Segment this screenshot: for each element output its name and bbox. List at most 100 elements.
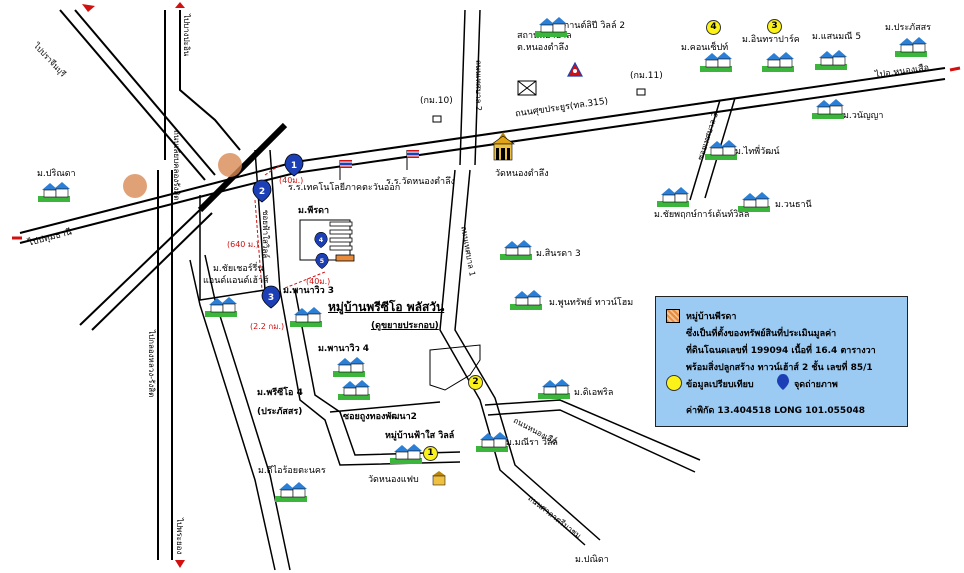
hospital-icon: [517, 80, 537, 96]
label-soithong: ซอยถูงทองพัฒนา2: [343, 412, 417, 422]
label-condo: ม.คอนเซ็ปท์: [681, 43, 729, 53]
legend-line-1: ซึ่งเป็นที่ตั้งของทรัพย์สินที่ประเมินมูล…: [686, 329, 837, 339]
label-phrayo: ไปพระยอง: [175, 518, 184, 555]
photo-marker-4-label: 4: [319, 237, 324, 244]
label-phoonsap: ม.พูนทรัพย์ ทาวน์โฮม: [549, 298, 634, 308]
house-icon: [815, 48, 847, 70]
label-fasai: หมู่บ้านฟ้าใส วิลล์: [385, 431, 455, 441]
compare-marker-3[interactable]: 3: [767, 19, 782, 34]
legend-subject-label: หมู่บ้านพีรดา: [686, 312, 737, 322]
house-icon: [290, 305, 322, 327]
label-dsiivan: ม.ดีไอร้อยตะนคร: [258, 466, 326, 476]
flag-icon: [338, 158, 354, 180]
label-mansap5: ม.แสนมณี 5: [812, 32, 862, 42]
label-wanthanee: ม.วนธานี: [775, 200, 812, 210]
subject-swatch: [666, 309, 680, 323]
label-bangpa: ไปบางปะอิน: [182, 14, 191, 57]
road-nongsuea: [484, 399, 701, 461]
legend-line-3: พร้อมสิ่งปลูกสร้าง ทาวน์เฮ้าส์ 2 ชั้น เล…: [686, 363, 873, 373]
temple-icon: [486, 130, 520, 166]
house-icon: [38, 180, 70, 202]
label-preda: ม.พีรดา: [298, 206, 330, 216]
house-icon: [812, 97, 844, 119]
km-post-icon: [432, 108, 442, 123]
house-icon: [500, 238, 532, 260]
house-icon: [657, 185, 689, 207]
label-distance-2-2km: (2.2 กม.): [250, 322, 285, 331]
label-school2: ร.ร.วัดหนองตำลึง: [386, 177, 455, 187]
photo-marker-1-label: 1: [291, 161, 297, 171]
house-icon: [476, 430, 508, 452]
photo-swatch: [776, 373, 790, 391]
label-wanyupha: ม.วนัญญา: [843, 111, 884, 121]
compare-marker-2[interactable]: 2: [468, 375, 483, 390]
house-icon: [333, 355, 365, 377]
compare-marker-4[interactable]: 4: [706, 20, 721, 35]
house-icon: [738, 190, 770, 212]
project-title: หมู่บ้านพรีซีโอ พลัสวัน: [328, 300, 445, 314]
highway-315: [294, 67, 946, 163]
legend-box: หมู่บ้านพีรดา ซึ่งเป็นที่ตั้งของทรัพย์สิ…: [655, 296, 908, 427]
house-icon: [895, 35, 927, 57]
label-preso4: ม.พรีซีโอ 4: [257, 388, 303, 398]
label-munira: ม.มณีรา วิลล์: [506, 438, 558, 448]
label-sinnra3: ม.สินรดา 3: [536, 249, 581, 259]
house-icon: [205, 295, 237, 317]
road-tesaban2: [459, 9, 466, 166]
photo-marker-3[interactable]: 3: [260, 284, 282, 310]
house-icon: [705, 138, 737, 160]
label-watnong: วัดหนองตำลึง: [495, 169, 549, 179]
photo-marker-4[interactable]: 4: [313, 231, 328, 249]
label-km11: (กม.11): [630, 71, 663, 81]
road-west: [19, 161, 296, 234]
label-samut: ไปกลองหลวง-รังสิต: [147, 330, 156, 398]
label-soi: ซอยฟ้าใสวิลล์: [261, 210, 270, 259]
label-chaisiri: แอนด์แอนด์เฮ้าส์: [203, 276, 269, 286]
label-prakasap: ม.ประภัสสร: [885, 23, 931, 33]
label-diiprim: ม.ดิเอพริล: [574, 388, 614, 398]
legend-coords: ค่าพิกัด 13.404518 LONG 101.055048: [686, 406, 865, 416]
legend-compare-label: ข้อมูลเปรียบเทียบ: [686, 380, 754, 390]
road-nw: [59, 9, 206, 181]
label-distance-40a: (40ม.): [279, 176, 304, 185]
photo-marker-2[interactable]: 2: [251, 178, 273, 204]
road-tesaban1: [439, 169, 586, 546]
km-post-icon: [636, 81, 646, 96]
project-subtitle: (ดูขยายประกอบ): [371, 321, 439, 331]
road-soi-fasai: [254, 149, 266, 291]
house-icon: [390, 442, 422, 464]
legend-line-2: ที่ดินโฉนดเลขที่ 199094 เนื้อที่ 16.4 ตา…: [686, 346, 876, 356]
house-icon: [510, 288, 542, 310]
photo-marker-2-label: 2: [259, 187, 265, 197]
photo-marker-1[interactable]: 1: [283, 152, 305, 178]
label-mpanda: ม.ปณิดา: [575, 555, 609, 565]
house-icon: [535, 15, 567, 37]
house-icon: [538, 377, 570, 399]
road-tesaban3: [689, 99, 721, 201]
label-phana3: ม.พานาวิว 3: [283, 286, 335, 296]
house-icon: [275, 480, 307, 502]
label-prakasap2: (ประภัสสร): [257, 407, 303, 417]
railway: [197, 122, 288, 213]
compare-swatch: [666, 375, 682, 391]
gas-station-icon: [566, 61, 584, 78]
flag-icon: [405, 148, 421, 170]
temple-icon: [430, 470, 448, 486]
label-phana4: ม.พานาวิว 4: [318, 344, 370, 354]
house-icon: [338, 378, 370, 400]
label-distance-640: (640 ม.): [227, 240, 259, 249]
photo-marker-5-label: 5: [320, 258, 324, 265]
label-kanlapaphruek: ม.กานต์ลิปี วิลล์ 2: [555, 21, 626, 31]
compare-marker-1[interactable]: 1: [423, 446, 438, 461]
label-prinda: ม.ปริณดา: [37, 169, 76, 179]
label-watnongpha: วัดหนองแฟบ: [368, 475, 419, 485]
label-distance-40b: (40ม.): [306, 277, 331, 286]
label-inthapark: ม.อินทราปาร์ค: [742, 35, 800, 45]
label-school1: ร.ร.เทคโนโลยีภาคตะวันออก: [288, 183, 401, 193]
label-lamlukka: ถนนเลียบคลองรังสิต: [172, 130, 181, 201]
label-tesaban2: ถนนเทศบาล 2: [474, 60, 483, 111]
label-cherryhill: ม.ชัยเชอร์รี่น: [213, 264, 264, 274]
photo-marker-5[interactable]: 5: [314, 252, 329, 270]
